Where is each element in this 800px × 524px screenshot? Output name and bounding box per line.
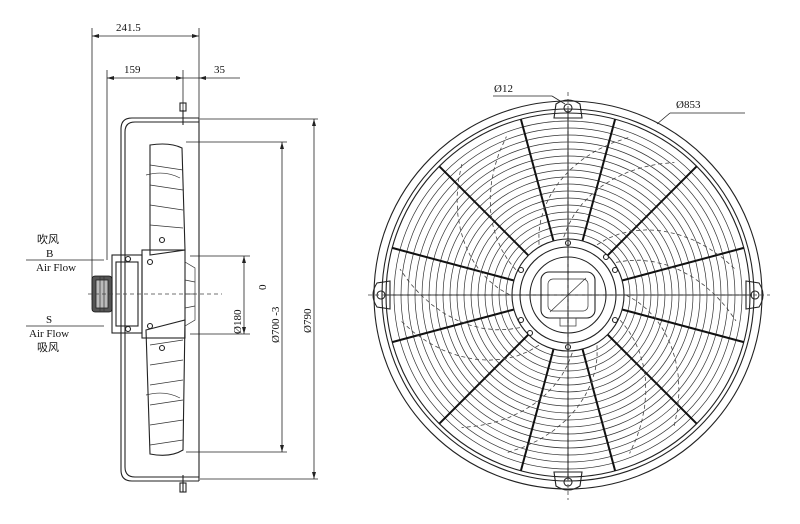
- guard-spoke: [581, 118, 617, 242]
- dim-flange-label: 35: [214, 64, 226, 76]
- airflow-blow-cn: 吹风: [37, 233, 59, 246]
- dimension-motor-depth: 159: [106, 64, 184, 260]
- hidden-blade-edge: [596, 229, 737, 271]
- dim-blade-tolerance: 0: [257, 284, 269, 290]
- airflow-suck-cn: 吸风: [37, 341, 59, 354]
- dim-guard-label: Ø790: [302, 308, 314, 333]
- blade-profile-side: [145, 143, 186, 456]
- hidden-blade-edge: [489, 136, 517, 271]
- dim-motor-depth-label: 159: [124, 64, 141, 76]
- airflow-suck-en: Air Flow: [29, 328, 69, 340]
- dimension-blade: Ø700 -3 0: [186, 141, 287, 453]
- hidden-blade-edge: [563, 162, 675, 238]
- front-view: Ø12 Ø853: [368, 83, 770, 500]
- dimension-hub: Ø180: [190, 255, 250, 335]
- guard-spoke: [581, 348, 617, 472]
- dimension-total-depth: 241.5: [91, 22, 200, 300]
- hidden-blade-edge: [625, 294, 680, 429]
- airflow-suck-label: S Air Flow 吸风: [26, 314, 104, 354]
- guard-spoke: [391, 308, 515, 344]
- dimension-hole: Ø12: [493, 83, 566, 105]
- guard-spoke: [391, 246, 515, 282]
- hidden-blades: [399, 136, 737, 454]
- hidden-blade-edge: [399, 319, 540, 361]
- hidden-blade-edge: [538, 136, 631, 245]
- dim-total-depth-label: 241.5: [116, 22, 141, 34]
- dimension-guard: Ø790: [200, 118, 318, 480]
- hidden-blade-edge: [456, 161, 511, 296]
- guard-spoke: [606, 165, 698, 257]
- guard-spoke: [438, 165, 530, 257]
- side-view: 241.5 159 35: [26, 22, 318, 493]
- guard-frame-side: [120, 102, 200, 493]
- airflow-blow-label: 吹风 B Air Flow: [26, 233, 104, 274]
- hidden-blade-edge: [461, 352, 573, 428]
- guard-spoke: [519, 118, 555, 242]
- airflow-blow-en: Air Flow: [36, 262, 76, 274]
- dim-hub-label: Ø180: [232, 309, 244, 334]
- dimension-flange: 35: [183, 64, 240, 80]
- guard-spokes: [384, 110, 752, 480]
- guard-spoke: [438, 333, 530, 425]
- guard-spoke: [621, 308, 745, 344]
- dim-outer-label: Ø853: [676, 99, 701, 111]
- guard-spoke: [519, 348, 555, 472]
- hidden-blade-edge: [505, 345, 598, 454]
- hidden-blade-edge: [615, 259, 737, 322]
- guard-spoke: [606, 333, 698, 425]
- airflow-suck-code: S: [46, 314, 52, 326]
- guard-spoke: [621, 246, 745, 282]
- dim-blade-label: Ø700 -3: [270, 306, 282, 343]
- airflow-blow-code: B: [46, 248, 53, 260]
- dimension-outer: Ø853: [656, 99, 745, 125]
- hidden-blade-edge: [399, 268, 521, 331]
- dim-hole-label: Ø12: [494, 83, 513, 95]
- hidden-blade-edge: [619, 319, 647, 454]
